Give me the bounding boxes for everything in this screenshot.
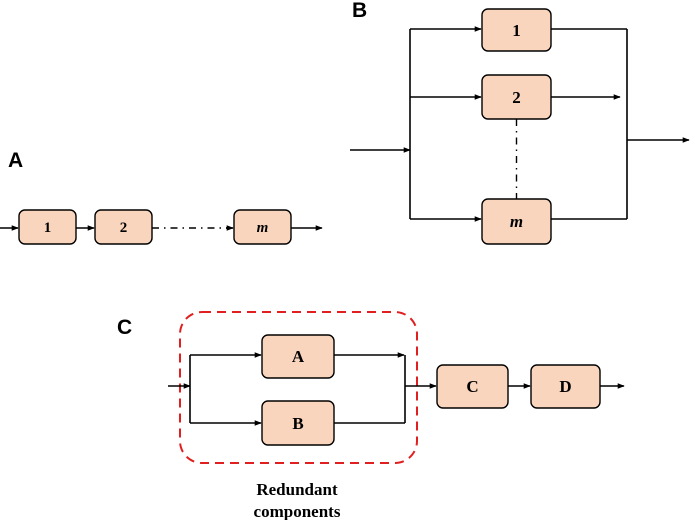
panel-c-block-c-label: C (466, 377, 478, 396)
redundant-caption-line1: Redundant (256, 480, 338, 499)
panel-b-label: B (352, 0, 367, 22)
panel-b-parallel: 1 2 m (350, 8, 690, 245)
panel-a-block-1-label: 1 (44, 220, 52, 236)
panel-c-block-b-label: B (292, 414, 303, 433)
panel-b-block-2-label: 2 (512, 88, 521, 107)
panel-c-block-a (261, 334, 335, 379)
panel-b-block-m (481, 198, 552, 245)
panel-c-label: C (117, 316, 132, 339)
panel-b-block-1-label: 1 (512, 21, 521, 40)
redundant-caption-line2: components (254, 502, 341, 520)
panel-a-block-2-label: 2 (120, 220, 128, 236)
panel-b-block-m-label: m (510, 212, 523, 231)
panel-a-label: A (8, 149, 23, 172)
redundant-group-boundary (179, 311, 418, 464)
panel-b-block-1 (481, 8, 552, 52)
panel-c-block-d-label: D (559, 377, 571, 396)
panel-a-block-m-label: m (257, 220, 269, 236)
panel-a-block-1 (18, 209, 77, 245)
panel-a-block-2 (94, 209, 153, 245)
panel-c-block-a-label: A (292, 347, 305, 366)
panel-a-series: 1 2 m (0, 209, 323, 245)
panel-a-block-m (233, 209, 292, 245)
panel-c-mixed: A B C D Redundant components (168, 311, 625, 520)
